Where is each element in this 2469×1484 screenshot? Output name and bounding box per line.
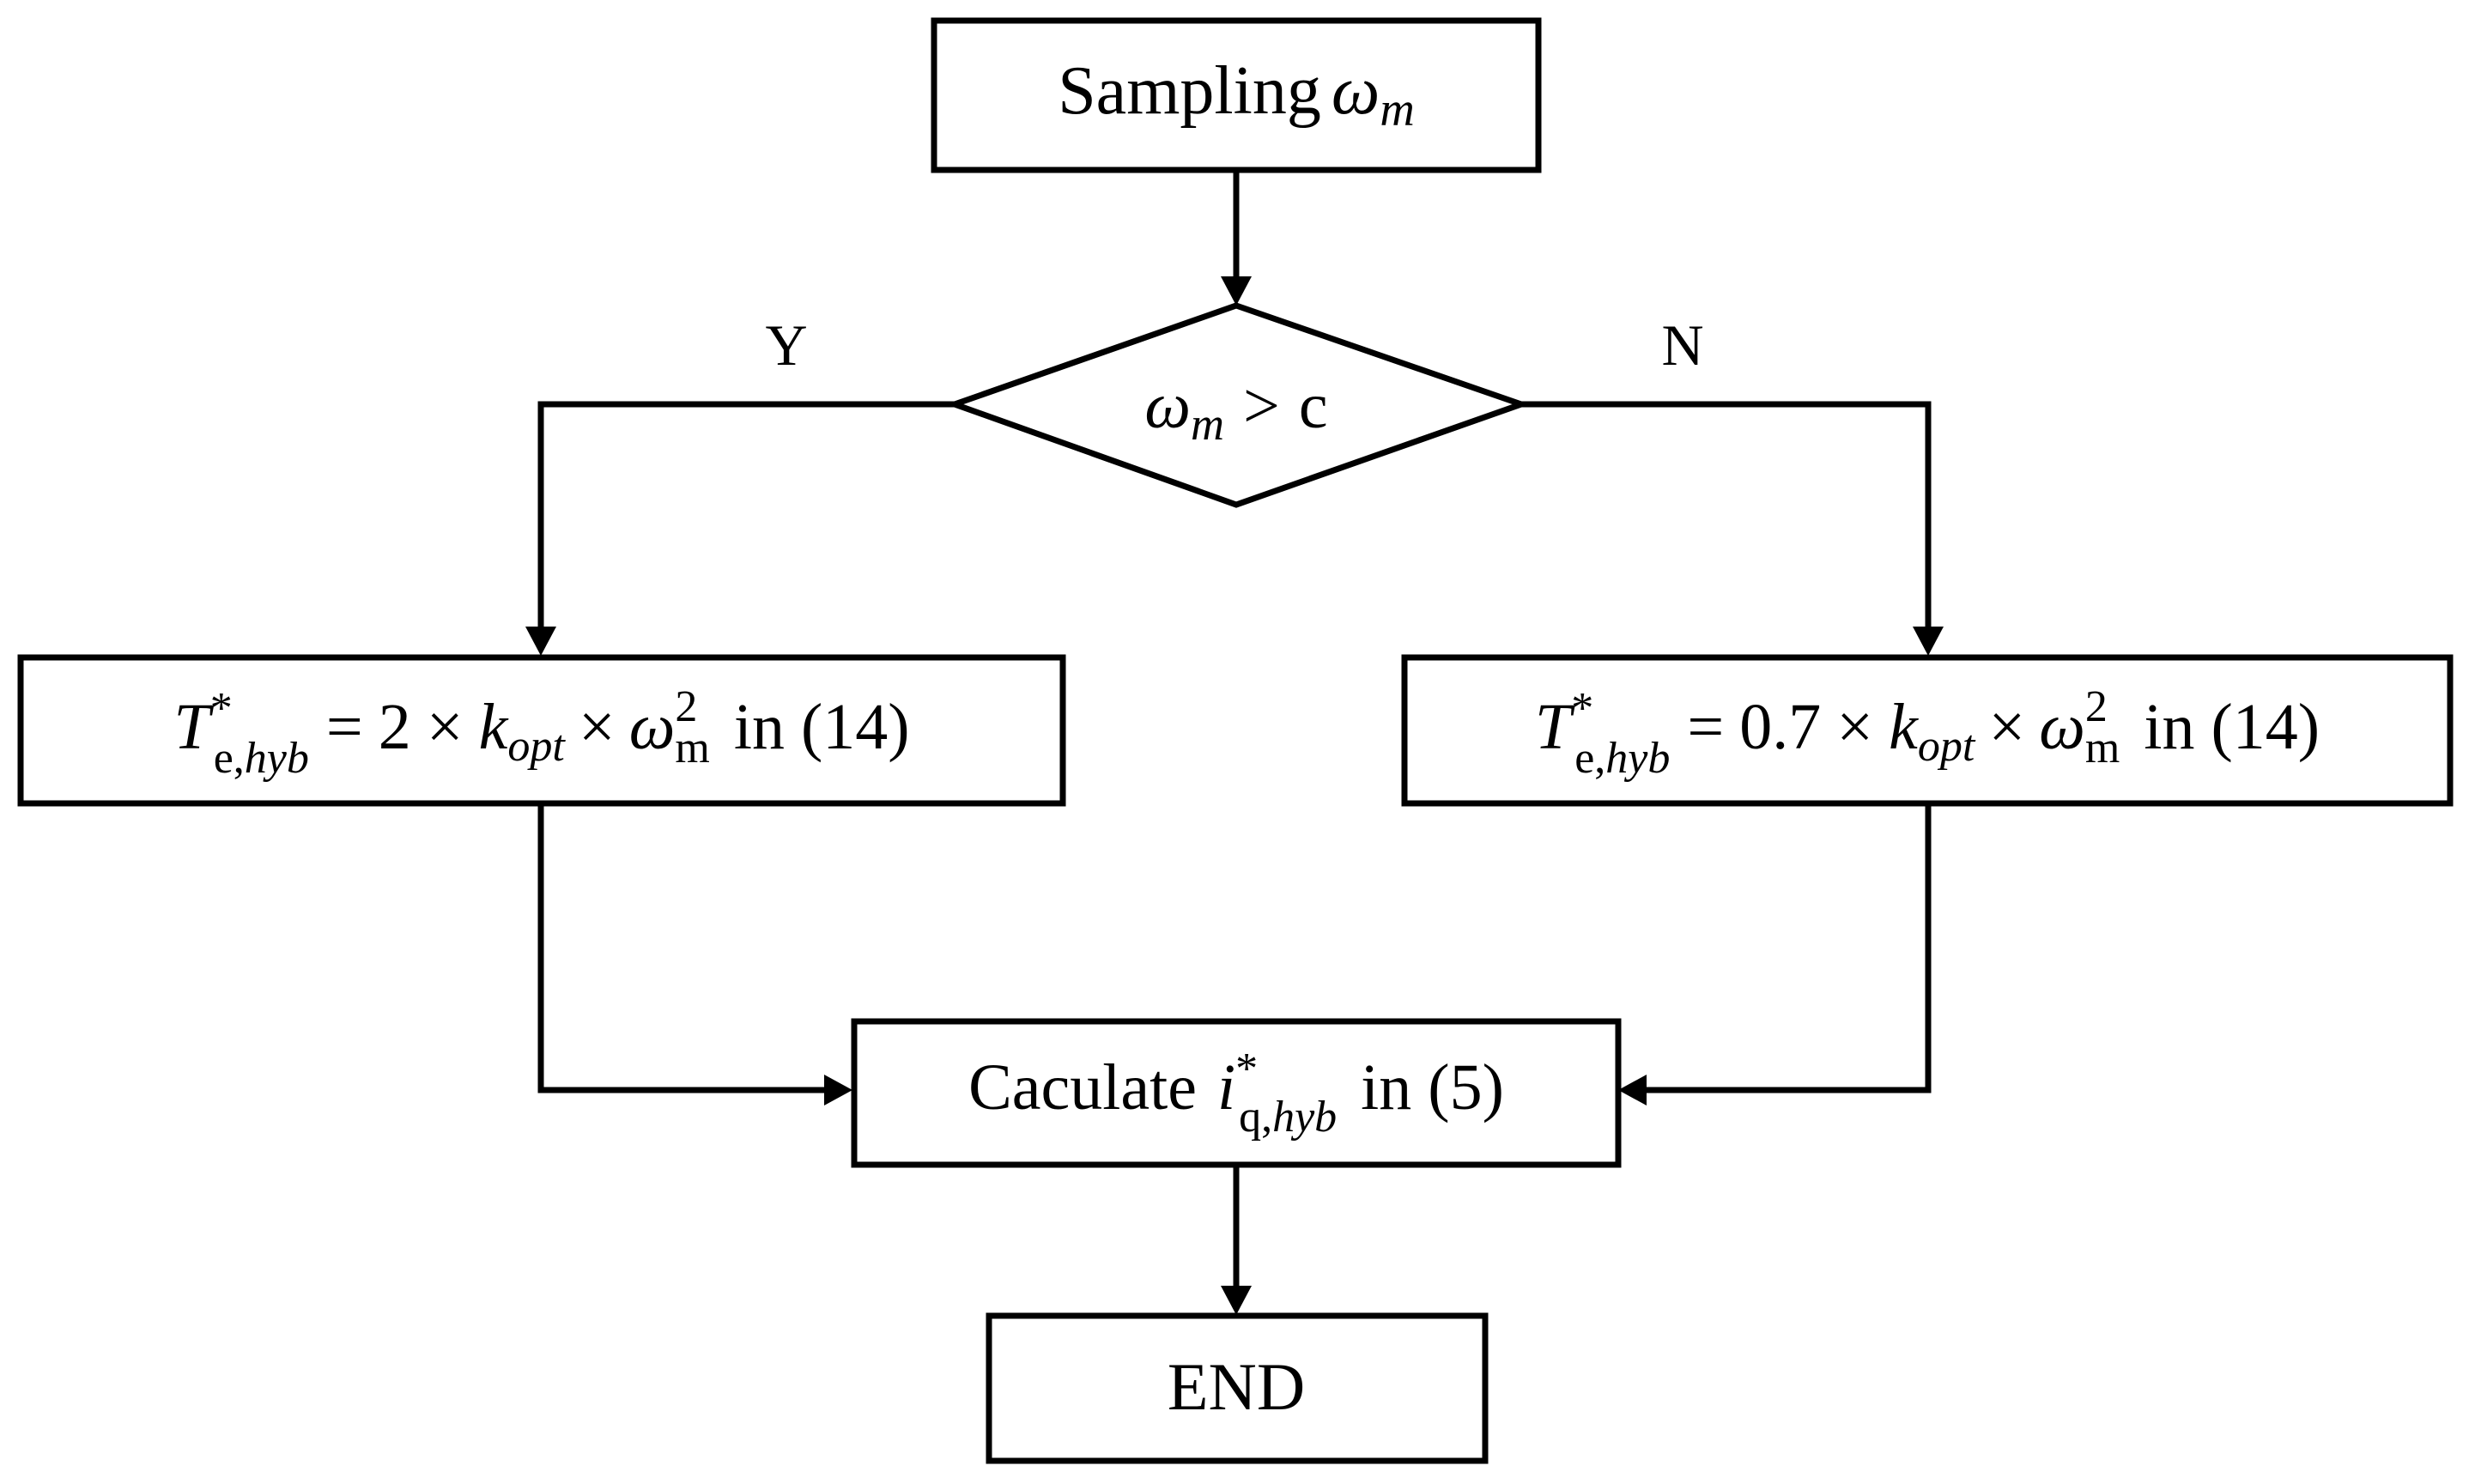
decision-operator: >: [1243, 370, 1280, 442]
calculate-box: Caculate i*q,hyb in (5): [851, 1018, 1622, 1168]
end-box: END: [986, 1312, 1489, 1464]
arrowhead-down-icon: [1221, 1286, 1252, 1315]
right-coef: 0.7: [1739, 691, 1821, 763]
right-omega-sup: 2: [2085, 682, 2108, 731]
left-equals: =: [326, 691, 363, 763]
left-T: T: [173, 691, 214, 763]
right-T-sub-e: e,: [1574, 734, 1605, 783]
left-omega-sup: 2: [675, 682, 697, 731]
right-T: T: [1535, 691, 1575, 763]
left-T-sub-e: e,: [214, 734, 245, 783]
calc-prefix: Caculate: [968, 1051, 1197, 1124]
calc-i-sub-q: q,: [1239, 1093, 1272, 1142]
left-k-sub: opt: [507, 722, 566, 771]
connector-left-to-calc: [537, 803, 824, 1093]
start-box-text: Sampling: [1058, 53, 1321, 129]
arrowhead-down-icon: [1913, 627, 1944, 656]
right-times-1: ×: [1836, 691, 1873, 763]
right-process-box-frame: [1401, 654, 2454, 807]
calc-i-sup: *: [1235, 1045, 1258, 1093]
left-T-sub-hyb: hyb: [245, 734, 309, 783]
left-coef: 2: [379, 691, 411, 763]
end-box-frame: [986, 1312, 1489, 1464]
right-equals: =: [1687, 691, 1724, 763]
calculate-box-label: Caculate i*q,hyb in (5): [968, 1045, 1504, 1142]
right-omega: ω: [2039, 691, 2085, 763]
right-k: k: [1889, 691, 1919, 763]
arrowhead-right-icon: [824, 1075, 852, 1105]
connector-right-to-calc: [1647, 803, 1932, 1093]
arrowhead-down-icon: [1221, 276, 1252, 306]
connectors: [525, 170, 1944, 1315]
calc-i-sub-hyb: hyb: [1272, 1093, 1337, 1142]
connector-yes-branch: [537, 401, 955, 627]
branch-label-yes: Y: [765, 312, 807, 378]
connector-no-branch: [1521, 401, 1932, 627]
left-process-box-frame: [17, 654, 1066, 807]
start-box-symbol: ω: [1332, 53, 1380, 129]
arrowhead-left-icon: [1618, 1075, 1647, 1105]
left-omega: ω: [629, 691, 676, 763]
end-box-label: END: [1168, 1349, 1305, 1424]
right-k-sub: opt: [1918, 722, 1976, 771]
left-T-sup: *: [210, 684, 233, 733]
start-box-symbol-sub: m: [1380, 83, 1414, 136]
decision-node: ωm > c: [945, 302, 1531, 508]
left-k: k: [479, 691, 509, 763]
left-suffix: in (14): [734, 691, 910, 763]
decision-constant: c: [1299, 370, 1328, 442]
calc-suffix: in (5): [1361, 1051, 1504, 1124]
right-T-sup: *: [1571, 684, 1593, 733]
decision-label: ωm > c: [1144, 370, 1327, 450]
right-suffix: in (14): [2144, 691, 2320, 763]
right-T-sub-hyb: hyb: [1605, 734, 1670, 783]
left-times-2: ×: [579, 691, 616, 763]
left-omega-sub: m: [675, 724, 709, 772]
decision-symbol-sub: m: [1191, 398, 1224, 450]
calc-i: i: [1217, 1051, 1235, 1124]
calculate-box-frame: [851, 1018, 1622, 1168]
branch-label-no: N: [1661, 312, 1703, 378]
decision-symbol: ω: [1144, 370, 1191, 442]
decision-diamond: [945, 302, 1531, 508]
start-box-frame: [931, 17, 1542, 173]
arrowhead-down-icon: [525, 627, 556, 656]
right-times-2: ×: [1988, 691, 2025, 763]
left-times-1: ×: [427, 691, 464, 763]
right-omega-sub: m: [2085, 724, 2120, 772]
